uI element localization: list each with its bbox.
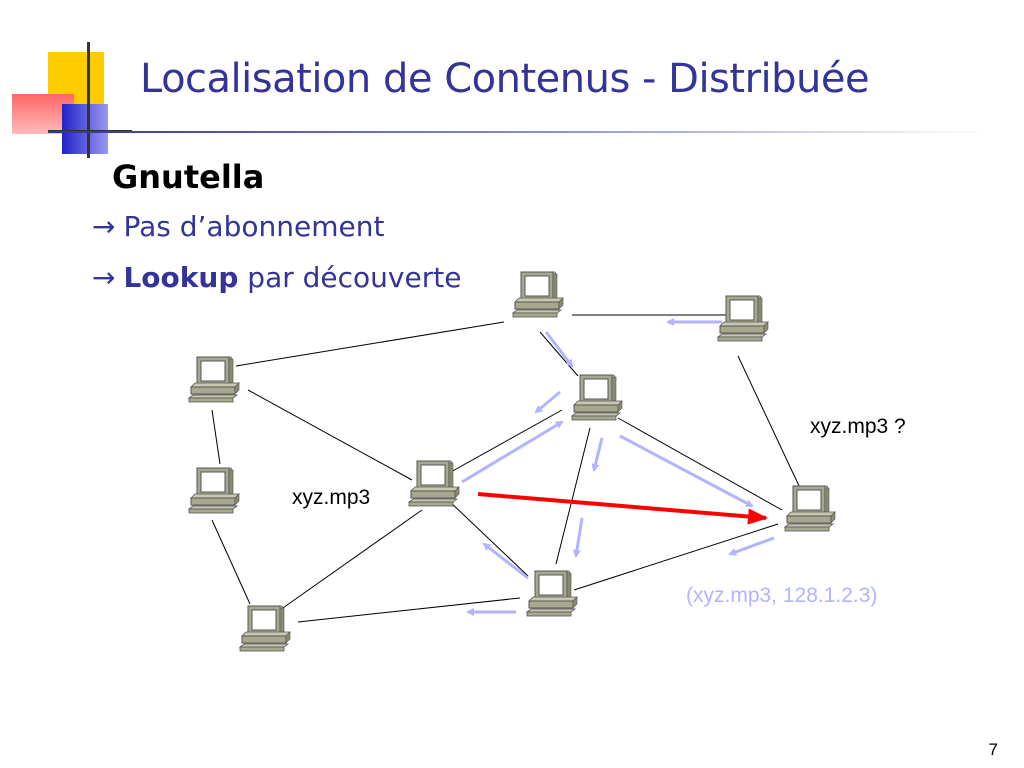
link-top-centertop [539,331,579,377]
right-arrow-icon: → [92,261,116,294]
computer-node-bottom-center [526,570,578,617]
computer-node-far-right [717,295,769,342]
query-arrow [572,517,584,558]
computer-node-left-mid [188,467,240,514]
page-number: 7 [988,740,998,759]
computer-node-center-top [571,374,623,421]
link-centertop-bottomcenter [555,427,591,565]
computer-node-top [512,271,564,318]
response-arrow [728,536,775,556]
link-lefttop-leftmid [211,409,221,465]
right-arrow-icon: → [92,210,116,243]
link-centertop-target [617,417,783,511]
link-farright-target [737,355,801,489]
bullet-1: →Pas d’abonnement [92,210,384,243]
computer-node-source [408,460,460,507]
link-bottomcenter-target [573,523,779,591]
logo-vertical-line [87,42,90,158]
source-file-label: xyz.mp3 [292,486,371,509]
query-arrow [461,420,564,484]
link-bottomleft-bottomcenter [297,597,521,623]
bullet-2-bold: Lookup [123,261,239,294]
link-lefttop-top [235,321,505,367]
query-arrow [482,542,529,580]
title-underline [48,131,988,133]
link-source-bottomleft [279,509,423,611]
response-label: (xyz.mp3, 128.1.2.3) [686,584,878,607]
link-leftmid-bottomleft [211,519,251,605]
corner-logo [0,0,140,160]
network-links [211,314,801,623]
query-label: xyz.mp3 ? [810,415,906,438]
result-arrow [477,492,768,525]
computer-node-target [784,485,836,532]
slide-title: Localisation de Contenus - Distribuée [140,56,870,102]
query-arrow [544,331,574,368]
bullet-2-text: par découverte [238,261,462,294]
slide-subtitle: Gnutella [112,158,265,196]
link-source-centertop [439,409,563,479]
link-source-bottomcenter [447,499,529,577]
message-arrows [461,318,775,616]
computer-node-bottom-left [239,605,291,652]
bullet-1-text: Pas d’abonnement [123,210,385,243]
query-arrow [619,434,754,508]
computer-node-left-top [188,356,240,403]
link-lefttop-source [247,389,413,481]
bullet-2: →Lookup par découverte [92,261,461,294]
query-arrow [591,437,604,472]
logo-blue-square [62,104,108,154]
query-arrow [534,390,561,414]
